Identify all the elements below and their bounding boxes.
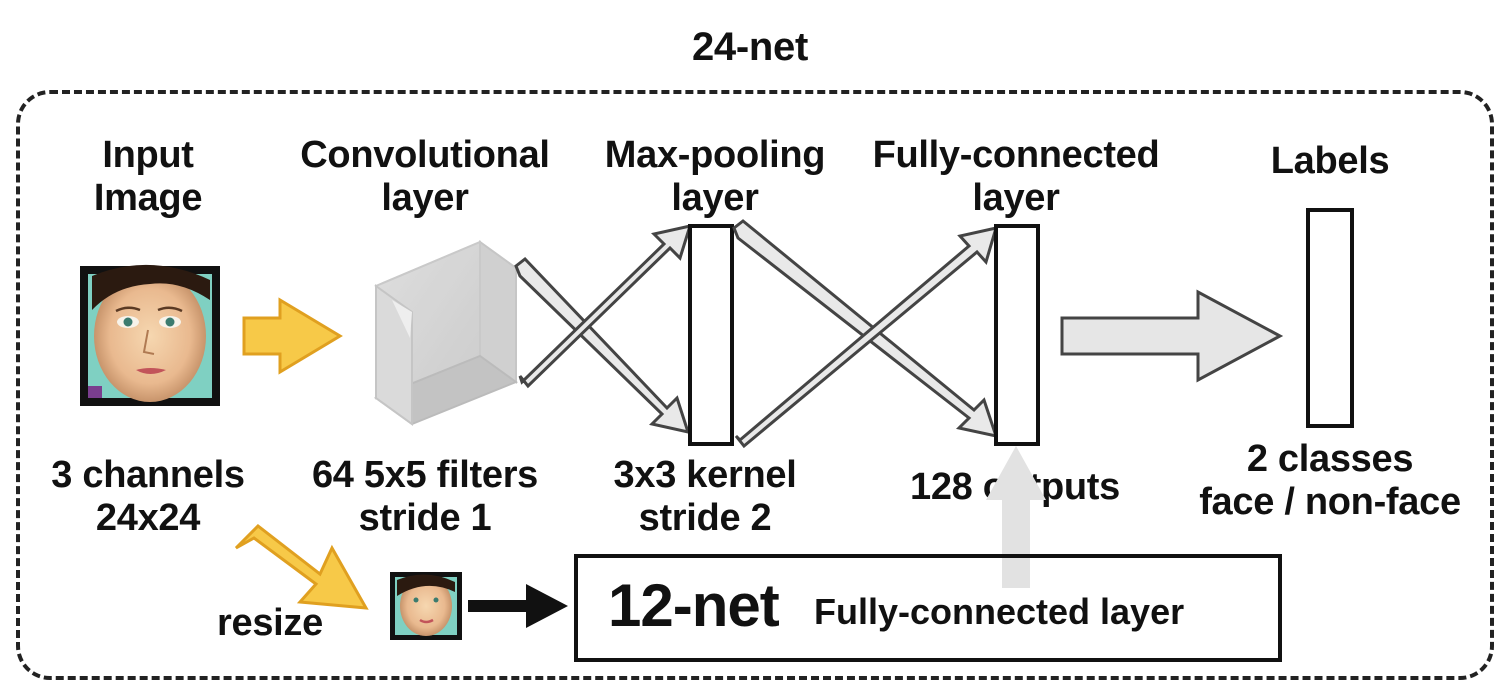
fc-heading-line1: Fully-connected bbox=[872, 134, 1160, 176]
gray-arrow-fc-labels bbox=[1060, 289, 1284, 383]
small-face-image bbox=[390, 572, 462, 640]
input-face-image bbox=[80, 264, 220, 406]
cross-arrows-pool-fc bbox=[732, 219, 999, 449]
fc-heading: Fully-connected layer bbox=[856, 134, 1176, 220]
cross-arrows-conv-pool bbox=[514, 223, 693, 435]
conv-heading: Convolutional layer bbox=[280, 134, 570, 220]
pool-desc-line2: stride 2 bbox=[638, 497, 772, 539]
gray-up-arrow-12net-fc bbox=[986, 446, 1046, 588]
input-desc-line1: 3 channels bbox=[51, 454, 245, 496]
input-desc-line2: 24x24 bbox=[95, 497, 201, 539]
pool-heading-line2: layer bbox=[671, 177, 759, 219]
subnet-12-net-box bbox=[574, 554, 1282, 662]
resize-label: resize bbox=[217, 602, 323, 644]
max-pooling-layer-bar bbox=[688, 224, 734, 446]
labels-heading: Labels bbox=[1230, 140, 1430, 183]
input-heading: Input Image bbox=[48, 134, 248, 220]
labels-desc-line2: face / non-face bbox=[1199, 481, 1461, 523]
fully-connected-layer-bar bbox=[994, 224, 1040, 446]
labels-desc-line1: 2 classes bbox=[1246, 438, 1414, 480]
fc-heading-line2: layer bbox=[972, 177, 1060, 219]
conv-desc-line2: stride 1 bbox=[358, 497, 492, 539]
pool-heading-line1: Max-pooling bbox=[604, 134, 826, 176]
black-arrow-to-12net bbox=[468, 584, 568, 628]
labels-heading-line1: Labels bbox=[1270, 140, 1390, 182]
pool-heading: Max-pooling layer bbox=[590, 134, 840, 220]
input-desc: 3 channels 24x24 bbox=[38, 454, 258, 540]
subnet-name: 12-net bbox=[608, 572, 780, 639]
yellow-arrow-input-conv bbox=[242, 297, 343, 375]
pool-desc-line1: 3x3 kernel bbox=[613, 454, 797, 496]
subnet-layer-label: Fully-connected layer bbox=[814, 591, 1185, 632]
diagram-title: 24-net bbox=[691, 25, 808, 69]
yellow-arrow-resize bbox=[234, 524, 369, 610]
conv-heading-line2: layer bbox=[381, 177, 469, 219]
input-heading-line1: Input bbox=[102, 134, 194, 176]
conv-heading-line1: Convolutional bbox=[300, 134, 550, 176]
labels-bar bbox=[1306, 208, 1354, 428]
conv-cube-icon bbox=[373, 240, 519, 426]
labels-desc: 2 classes face / non-face bbox=[1180, 438, 1480, 524]
conv-desc: 64 5x5 filters stride 1 bbox=[290, 454, 560, 540]
input-heading-line2: Image bbox=[93, 177, 203, 219]
pool-desc: 3x3 kernel stride 2 bbox=[590, 454, 820, 540]
conv-desc-line1: 64 5x5 filters bbox=[311, 454, 539, 496]
container-24-net bbox=[16, 90, 1494, 680]
